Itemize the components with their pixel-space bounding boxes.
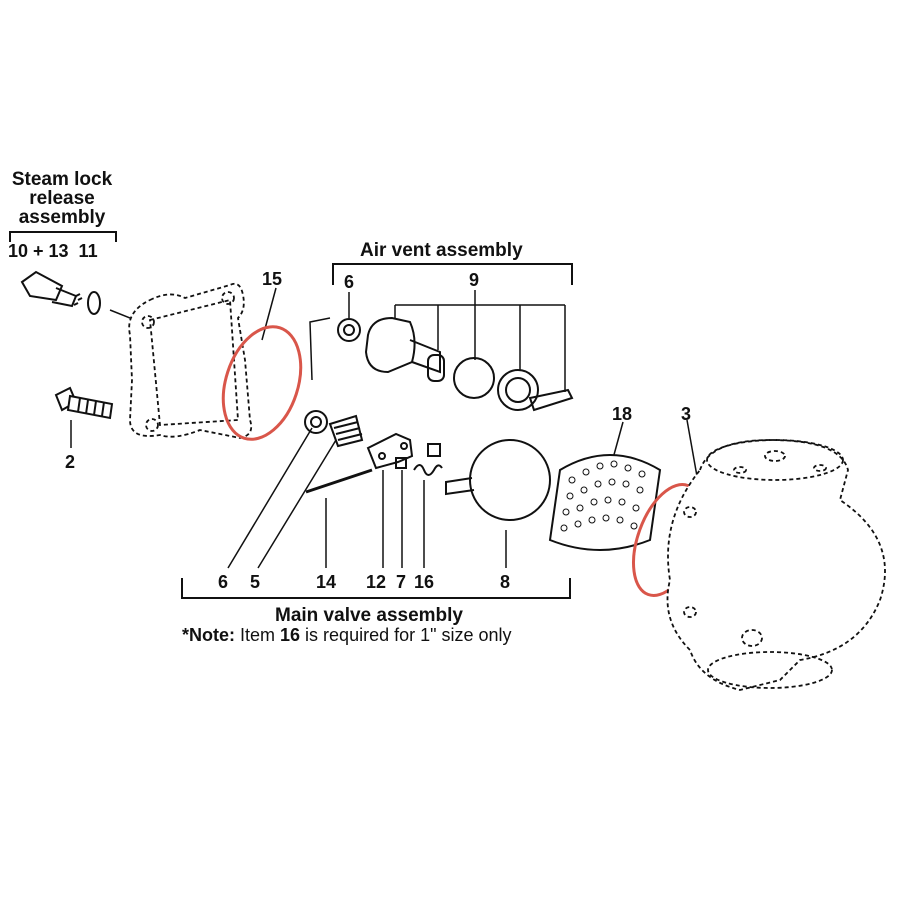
main-valve-lever bbox=[366, 432, 414, 470]
steam-lock-valve-part bbox=[20, 270, 83, 308]
callout-6-air-vent: 6 bbox=[344, 272, 355, 292]
callout-9: 9 bbox=[469, 270, 480, 290]
callout-12: 12 bbox=[366, 572, 387, 592]
air-vent-title: Air vent assembly bbox=[360, 240, 523, 261]
footnote-text-after: is required for 1" size only bbox=[300, 625, 512, 645]
main-valve-bracket bbox=[181, 578, 571, 599]
leader-lines bbox=[70, 287, 699, 569]
air-vent-housing bbox=[364, 316, 445, 382]
air-vent-bellows bbox=[497, 369, 574, 412]
steam-lock-title-line: release bbox=[29, 188, 95, 209]
callout-3: 3 bbox=[681, 404, 692, 424]
steam-lock-title-line: assembly bbox=[18, 207, 106, 228]
callout-16: 16 bbox=[414, 572, 435, 592]
callout-6-main-valve: 6 bbox=[218, 572, 229, 592]
main-valve-washer bbox=[304, 410, 328, 434]
main-valve-seat bbox=[328, 414, 364, 448]
air-vent-washer bbox=[337, 318, 361, 342]
footnote-text-before: Item bbox=[235, 625, 281, 645]
callout-2: 2 bbox=[65, 452, 76, 472]
main-valve-title: Main valve assembly bbox=[275, 605, 463, 626]
float-ball bbox=[445, 439, 551, 521]
valve-body bbox=[666, 439, 886, 691]
cover-body bbox=[128, 282, 253, 439]
callout-18: 18 bbox=[612, 404, 633, 424]
air-vent-disc bbox=[453, 357, 495, 399]
footnote: *Note: Item 16 is required for 1" size o… bbox=[182, 626, 512, 644]
callout-14: 14 bbox=[316, 572, 337, 592]
steam-lock-title-line: Steam lock bbox=[11, 169, 113, 190]
callout-7: 7 bbox=[396, 572, 407, 592]
callout-5: 5 bbox=[250, 572, 261, 592]
steam-lock-ring bbox=[87, 291, 101, 315]
main-valve-clip bbox=[413, 464, 443, 476]
air-vent-bracket bbox=[332, 263, 573, 285]
steam-lock-title: Steam lock release assembly bbox=[0, 170, 124, 227]
strainer-screen bbox=[548, 454, 662, 551]
callout-15: 15 bbox=[262, 269, 283, 289]
footnote-item: 16 bbox=[280, 625, 301, 645]
main-valve-screw bbox=[395, 443, 441, 469]
footnote-prefix: *Note: bbox=[182, 625, 235, 645]
steam-lock-bracket bbox=[9, 231, 117, 242]
steam-lock-items-label: 10 + 13 11 bbox=[8, 241, 98, 261]
main-valve-pin bbox=[305, 468, 373, 494]
bolt bbox=[54, 386, 114, 420]
callout-8: 8 bbox=[500, 572, 511, 592]
cover-gasket bbox=[221, 325, 303, 441]
